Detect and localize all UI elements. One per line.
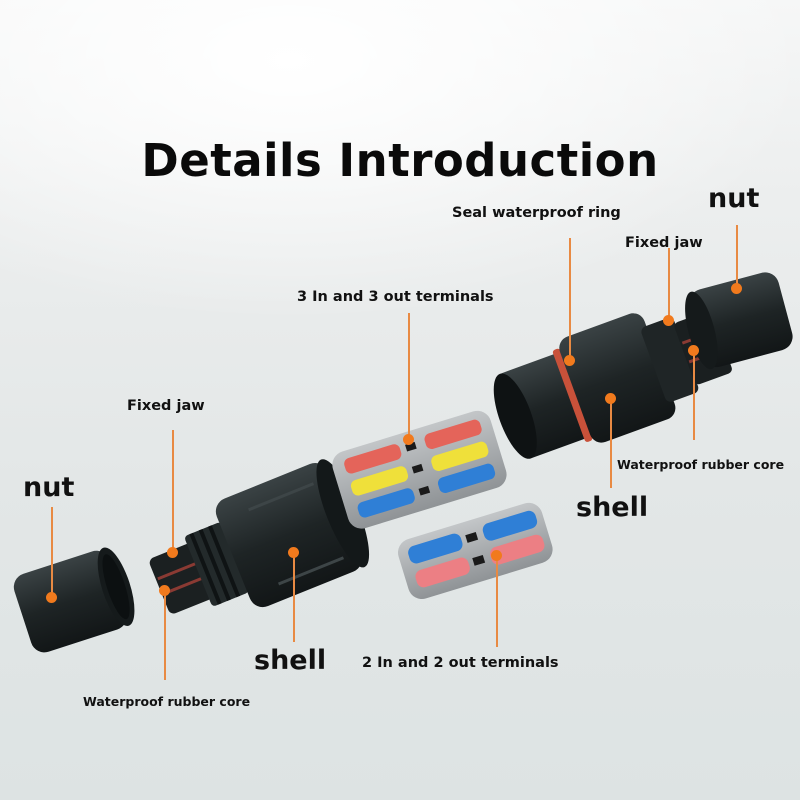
callout-dot-nut-left — [46, 592, 57, 603]
callout-dot-terminals-2 — [491, 550, 502, 561]
leader-line-fixed-jaw-right — [668, 248, 670, 320]
leader-line-terminals-2 — [496, 555, 498, 647]
leader-line-fixed-jaw-left — [172, 430, 174, 552]
leader-line-rubber-core-right — [693, 350, 695, 440]
label-rubber-core-right: Waterproof rubber core — [617, 457, 785, 472]
leader-line-nut-right — [736, 225, 738, 287]
terminal-3x3 — [332, 410, 507, 529]
label-shell-right: shell — [576, 492, 649, 523]
callout-dot-rubber-core-right — [688, 345, 699, 356]
callout-dot-shell-right — [605, 393, 616, 404]
label-shell-left: shell — [254, 645, 327, 676]
right-shell — [493, 311, 732, 459]
label-seal-ring: Seal waterproof ring — [452, 205, 621, 221]
callout-dot-shell-left — [288, 547, 299, 558]
leader-line-seal-ring — [569, 238, 571, 360]
leader-line-nut-left — [51, 507, 53, 597]
label-nut-right: nut — [708, 183, 760, 214]
left-nut — [13, 547, 135, 653]
left-shell — [149, 459, 370, 614]
callout-dot-terminals-3 — [403, 434, 414, 445]
label-nut-left: nut — [23, 472, 75, 503]
label-terminals-2: 2 In and 2 out terminals — [362, 655, 559, 671]
callout-dot-seal-ring — [564, 355, 575, 366]
terminal-2x2 — [397, 502, 553, 600]
callout-dot-fixed-jaw-left — [167, 547, 178, 558]
label-fixed-jaw-right: Fixed jaw — [625, 235, 703, 251]
label-terminals-3: 3 In and 3 out terminals — [297, 289, 494, 305]
page-title: Details Introduction — [141, 134, 659, 187]
leader-line-rubber-core-left — [164, 590, 166, 680]
callout-dot-rubber-core-left — [159, 585, 170, 596]
callout-dot-fixed-jaw-right — [663, 315, 674, 326]
leader-line-terminals-3 — [408, 313, 410, 439]
callout-dot-nut-right — [731, 283, 742, 294]
right-nut — [685, 272, 793, 370]
leader-line-shell-left — [293, 552, 295, 642]
label-rubber-core-left: Waterproof rubber core — [83, 694, 251, 709]
leader-line-shell-right — [610, 398, 612, 488]
label-fixed-jaw-left: Fixed jaw — [127, 398, 205, 414]
